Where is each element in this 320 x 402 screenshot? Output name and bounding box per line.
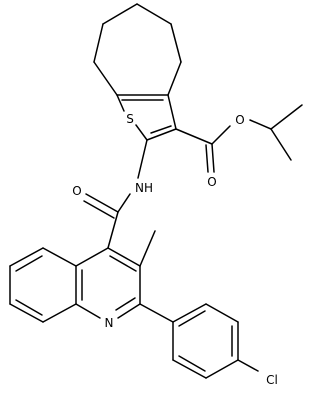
bond-c4q-c3q-double [109, 255, 137, 272]
bond-c2-c3 [146, 128, 177, 141]
bond-cmeta2-cortho2-double [178, 355, 206, 372]
bond-ch-ch3-down [270, 128, 292, 161]
bond-c6-c7 [102, 3, 138, 25]
atom-oxygen-amide: O [72, 184, 81, 198]
bond-c5-c6 [136, 3, 172, 25]
bond-o-ch [249, 119, 272, 130]
bond-c3-ccarbonyl [175, 128, 213, 145]
atom-chlorine: Cl [266, 373, 278, 387]
bond-c7-c8 [93, 23, 104, 63]
atom-amide-nh: NH [135, 181, 153, 195]
bond-c2q-n [117, 303, 141, 319]
bond-camide-o-double [83, 200, 115, 219]
bond-ccarbonyl-o-double-2 [205, 144, 209, 173]
bond-n-camide [117, 193, 131, 213]
ester-group [175, 104, 303, 173]
bond-c5-c6-double [15, 255, 43, 272]
bond-c3-c3a [167, 94, 177, 130]
bond-camide-o [85, 193, 119, 213]
atom-sulfur: S [126, 112, 134, 126]
bond-c8-c8a [42, 303, 77, 323]
bond-c7-c8-double [15, 299, 43, 316]
bond-c2q-n-double [115, 297, 136, 311]
molecule-canvas: S O O NH O N Cl [9, 3, 303, 387]
bond-c5-c6 [9, 247, 44, 267]
bond-c4-c5 [170, 23, 182, 63]
molecule-structure: S O O NH O N Cl [9, 3, 303, 387]
amide-group [83, 139, 148, 249]
chlorophenyl-ring [139, 303, 259, 379]
quinoline-pyridine-ring [75, 230, 156, 319]
quinoline-benzo-ring [9, 247, 77, 323]
bond-c8a-s [116, 94, 125, 112]
bond-c2-c3-double [150, 125, 172, 134]
bond-cpara-cmeta2 [205, 359, 239, 379]
bond-c4a-c4q [75, 247, 109, 267]
atom-oxygen-ester-single: O [235, 113, 244, 127]
bond-c3q-ch3 [139, 230, 156, 267]
bond-c3a-c4 [167, 61, 182, 96]
bond-cmeta2-cortho2 [172, 359, 207, 379]
bond-n-c8a [75, 303, 101, 319]
bond-c2-n [137, 139, 148, 179]
atom-labels: S O O NH O N Cl [72, 112, 278, 387]
bond-ccarbonyl-o-double [211, 143, 215, 173]
bond-c4a-c5 [42, 247, 77, 267]
cycloheptane-ring [93, 3, 182, 96]
bond-s-c2 [135, 124, 148, 141]
bond-ch-ch3-up [270, 104, 303, 130]
bond-cipso-cortho1 [172, 303, 207, 323]
bond-ccarbonyl-o-single [211, 125, 231, 145]
bond-c8-c8a [93, 61, 118, 96]
bond-cpara-cl [237, 359, 259, 372]
bond-cortho1-cmeta1 [205, 303, 239, 323]
bond-c4q-c3q [107, 247, 141, 267]
bond-cipso-cortho1-double [178, 310, 206, 327]
atom-oxygen-ester-double: O [207, 175, 216, 189]
bond-c2q-cipso [139, 303, 174, 323]
bond-c7-c8 [9, 303, 44, 323]
thiophene-ring [116, 94, 177, 141]
bond-camide-c4q [107, 211, 119, 249]
atom-nitrogen-quinoline: N [105, 316, 114, 330]
